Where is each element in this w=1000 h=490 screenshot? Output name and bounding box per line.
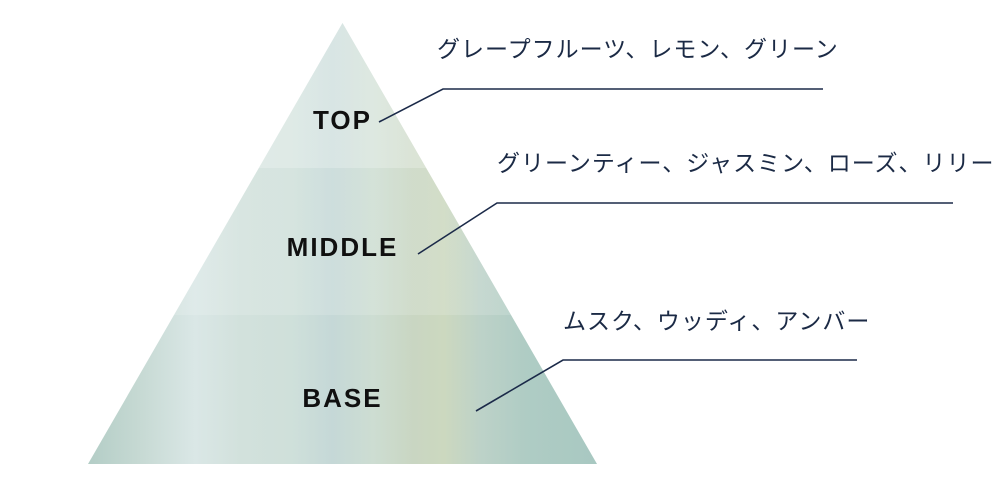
pyramid-level-label-base: BASE [302,383,383,413]
pyramid-level-label-middle: MIDDLE [286,232,399,262]
base-notes-text: ムスク、ウッディ、アンバー [563,308,871,334]
top-notes-text: グレープフルーツ、レモン、グリーン [437,36,839,62]
middle-notes-text: グリーンティー、ジャスミン、ローズ、リリー [497,150,995,176]
pyramid-level-label-top: TOP [313,105,372,135]
